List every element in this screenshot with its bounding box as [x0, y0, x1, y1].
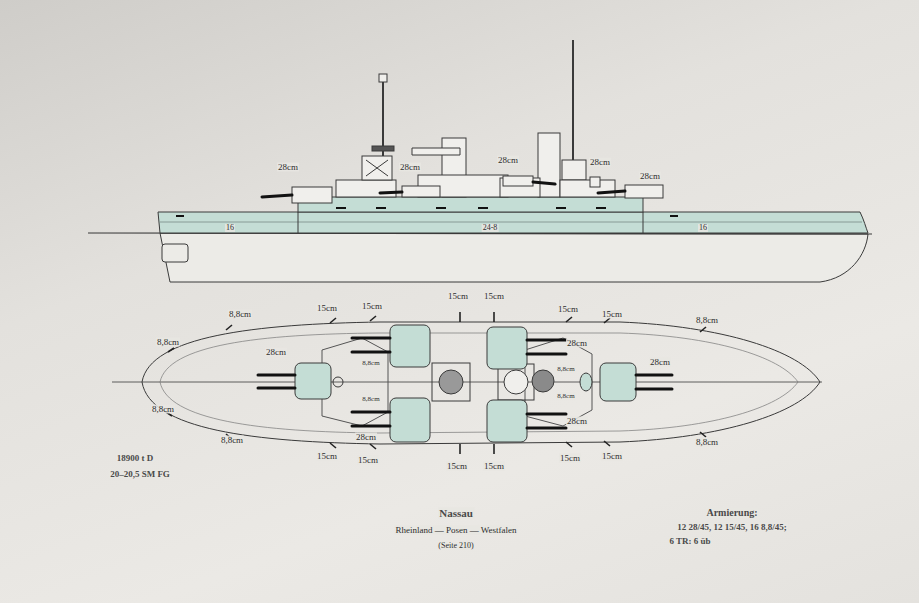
calibre-label: 28cm: [639, 172, 661, 181]
calibre-label: 8,8cm: [156, 338, 180, 347]
calibre-label: 15cm: [601, 452, 623, 461]
calibre-label: 28cm: [277, 163, 299, 172]
calibre-label: 15cm: [483, 462, 505, 471]
data-note: 12 28/45, 12 15/45, 16 8,8/45;: [676, 523, 788, 532]
calibre-label: 8,8cm: [361, 360, 380, 367]
calibre-label: 8,8cm: [228, 310, 252, 319]
calibre-label: 28cm: [265, 348, 287, 357]
calibre-label: 24-8: [482, 224, 499, 232]
calibre-label: 28cm: [649, 358, 671, 367]
calibre-label: 8,8cm: [556, 366, 575, 373]
calibre-label: 8,8cm: [151, 405, 175, 414]
calibre-label: 15cm: [483, 292, 505, 301]
data-note: 18900 t D: [116, 454, 155, 463]
calibre-label: 8,8cm: [695, 438, 719, 447]
data-note: (Seite 210): [437, 542, 474, 550]
calibre-label: 28cm: [589, 158, 611, 167]
calibre-label: 15cm: [447, 292, 469, 301]
calibre-label: 28cm: [355, 433, 377, 442]
calibre-label: 28cm: [497, 156, 519, 165]
calibre-label: 8,8cm: [695, 316, 719, 325]
data-note: Rheinland — Posen — Westfalen: [394, 526, 517, 535]
calibre-label: 28cm: [566, 339, 588, 348]
data-note: 6 TR: 6 üb: [668, 537, 711, 546]
calibre-label: 28cm: [399, 163, 421, 172]
data-note: 20–20,5 SM FG: [109, 470, 171, 479]
calibre-label: 15cm: [559, 454, 581, 463]
calibre-label: 15cm: [316, 304, 338, 313]
calibre-label: 15cm: [357, 456, 379, 465]
calibre-label: 15cm: [316, 452, 338, 461]
calibre-label: 8,8cm: [361, 396, 380, 403]
calibre-label: 15cm: [601, 310, 623, 319]
ship-name: Nassau: [438, 508, 474, 519]
calibre-label: 8,8cm: [220, 436, 244, 445]
data-note: Armierung:: [705, 508, 758, 518]
calibre-label: 8,8cm: [556, 393, 575, 400]
calibre-label: 16: [698, 224, 708, 232]
calibre-label: 16: [225, 224, 235, 232]
calibre-label: 15cm: [557, 305, 579, 314]
calibre-label: 15cm: [361, 302, 383, 311]
calibre-label: 28cm: [566, 417, 588, 426]
calibre-label: 15cm: [446, 462, 468, 471]
